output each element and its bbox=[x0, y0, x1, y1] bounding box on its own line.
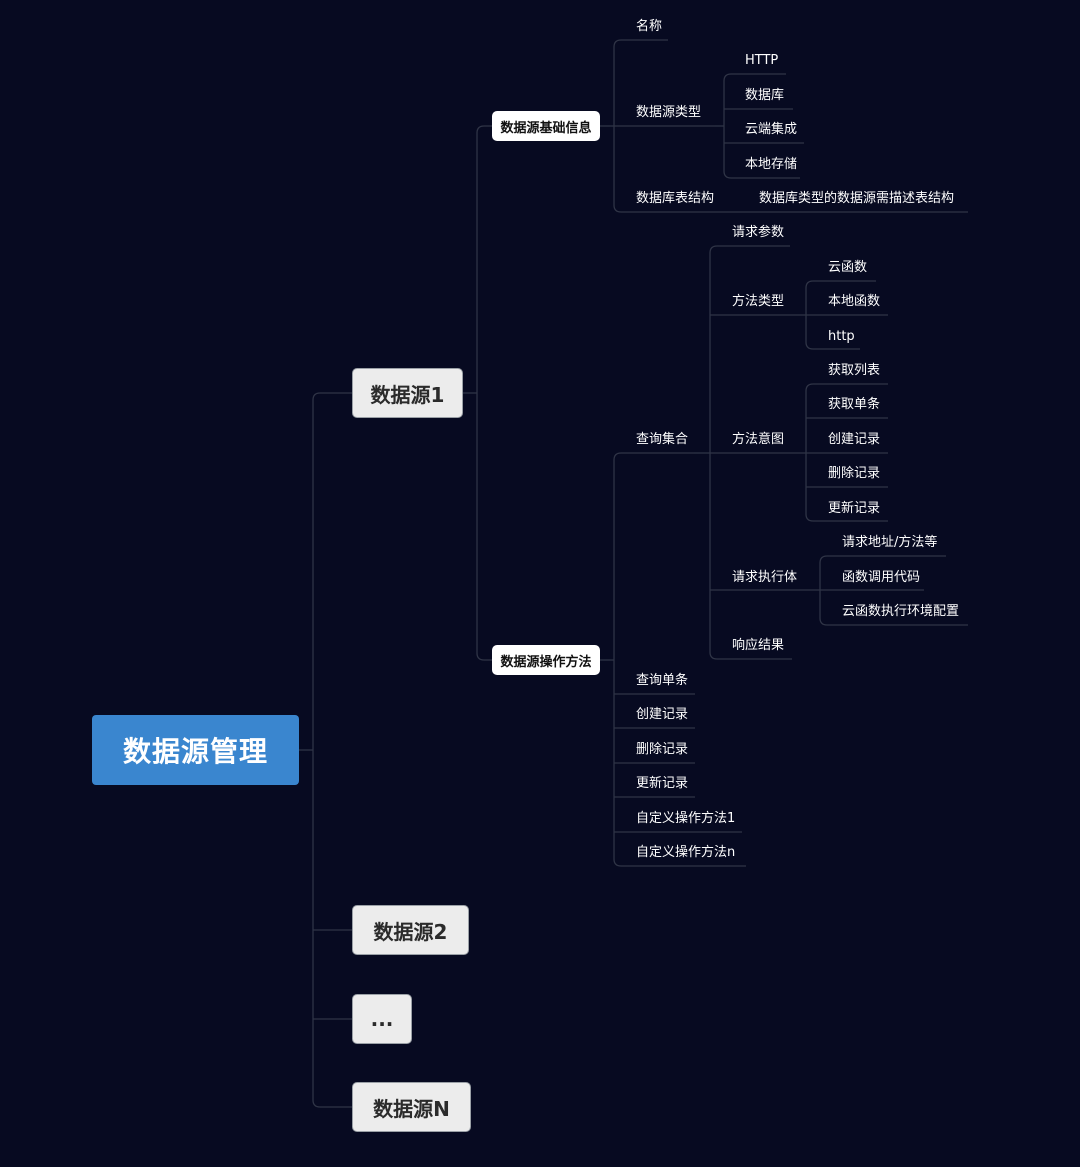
node-source-ellipsis[interactable]: ... bbox=[352, 994, 412, 1044]
node-create-record[interactable]: 创建记录 bbox=[636, 707, 689, 722]
node-type-http[interactable]: HTTP bbox=[745, 53, 779, 68]
node-name[interactable]: 名称 bbox=[636, 19, 663, 34]
node-mt-cloud-function[interactable]: 云函数 bbox=[828, 260, 868, 275]
node-source-n[interactable]: 数据源N bbox=[352, 1082, 471, 1132]
node-intent-list[interactable]: 获取列表 bbox=[828, 363, 881, 378]
node-type-cloud[interactable]: 云端集成 bbox=[745, 122, 798, 137]
node-exec-code[interactable]: 函数调用代码 bbox=[842, 570, 921, 585]
node-intent-update[interactable]: 更新记录 bbox=[828, 501, 881, 516]
node-request-params[interactable]: 请求参数 bbox=[732, 225, 785, 240]
node-mt-local-function[interactable]: 本地函数 bbox=[828, 294, 881, 309]
node-exec-url[interactable]: 请求地址/方法等 bbox=[842, 535, 938, 550]
node-table-structure[interactable]: 数据库表结构 bbox=[636, 191, 715, 206]
node-type-local[interactable]: 本地存储 bbox=[745, 157, 798, 172]
node-basic-info[interactable]: 数据源基础信息 bbox=[492, 111, 600, 141]
node-method-type[interactable]: 方法类型 bbox=[732, 294, 785, 309]
node-table-note[interactable]: 数据库类型的数据源需描述表结构 bbox=[759, 191, 955, 206]
node-exec-env[interactable]: 云函数执行环境配置 bbox=[842, 604, 960, 619]
node-source-2[interactable]: 数据源2 bbox=[352, 905, 469, 955]
node-response-result[interactable]: 响应结果 bbox=[732, 638, 785, 653]
node-operations[interactable]: 数据源操作方法 bbox=[492, 645, 600, 675]
node-intent-single[interactable]: 获取单条 bbox=[828, 397, 881, 412]
node-query-set[interactable]: 查询集合 bbox=[636, 432, 689, 447]
node-source-type[interactable]: 数据源类型 bbox=[636, 105, 702, 120]
node-custom-method-1[interactable]: 自定义操作方法1 bbox=[636, 811, 736, 826]
node-exec-body[interactable]: 请求执行体 bbox=[732, 570, 798, 585]
node-mt-http[interactable]: http bbox=[828, 329, 855, 344]
node-method-intent[interactable]: 方法意图 bbox=[732, 432, 785, 447]
node-query-single[interactable]: 查询单条 bbox=[636, 673, 689, 688]
node-delete-record[interactable]: 删除记录 bbox=[636, 742, 689, 757]
node-intent-create[interactable]: 创建记录 bbox=[828, 432, 881, 447]
node-intent-delete[interactable]: 删除记录 bbox=[828, 466, 881, 481]
root-node[interactable]: 数据源管理 bbox=[92, 715, 299, 785]
node-source-1[interactable]: 数据源1 bbox=[352, 368, 463, 418]
node-type-database[interactable]: 数据库 bbox=[745, 88, 785, 103]
node-update-record[interactable]: 更新记录 bbox=[636, 776, 689, 791]
node-custom-method-n[interactable]: 自定义操作方法n bbox=[636, 845, 736, 860]
